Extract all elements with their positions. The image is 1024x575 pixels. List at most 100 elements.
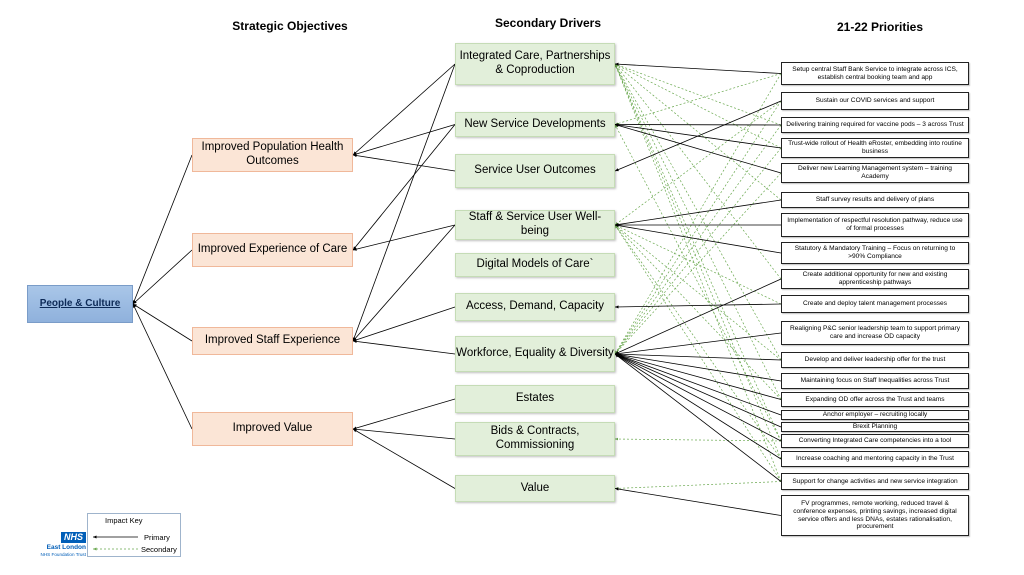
root-connector bbox=[132, 249, 193, 305]
priority-item: Setup central Staff Bank Service to inte… bbox=[781, 62, 969, 85]
priority-item: Converting Integrated Care competencies … bbox=[781, 434, 969, 448]
priority-item: Realigning P&C senior leadership team to… bbox=[781, 321, 969, 345]
primary-connector bbox=[614, 353, 782, 400]
objective-driver-connector bbox=[352, 224, 456, 342]
priority-item: Implementation of respectful resolution … bbox=[781, 213, 969, 237]
header-priorities: 21-22 Priorities bbox=[836, 20, 924, 34]
primary-connector bbox=[614, 332, 782, 356]
secondary-connector bbox=[614, 224, 782, 305]
root-connector bbox=[132, 154, 193, 305]
primary-connector bbox=[614, 122, 782, 127]
secondary-connector bbox=[614, 437, 782, 442]
nhs-badge: NHS bbox=[60, 532, 86, 543]
primary-connector bbox=[614, 353, 782, 416]
impact-key-primary: Primary bbox=[144, 533, 170, 542]
secondary-connector bbox=[614, 224, 782, 361]
root-connector bbox=[132, 303, 193, 430]
priority-item: Create additional opportunity for new an… bbox=[781, 269, 969, 289]
priority-item: FV programmes, remote working, reduced t… bbox=[781, 495, 969, 536]
driver-node: Workforce, Equality & Diversity bbox=[455, 336, 615, 372]
secondary-connector bbox=[614, 63, 782, 149]
secondary-connector bbox=[614, 224, 782, 400]
impact-key-secondary: Secondary bbox=[141, 545, 177, 554]
root-node: People & Culture bbox=[27, 285, 133, 323]
secondary-connector bbox=[614, 100, 782, 355]
driver-node: Integrated Care, Partnerships & Coproduc… bbox=[455, 43, 615, 85]
objective-driver-connector bbox=[352, 428, 456, 489]
primary-connector bbox=[614, 353, 782, 428]
secondary-connector bbox=[614, 172, 782, 355]
secondary-connector bbox=[614, 63, 782, 280]
priority-item: Staff survey results and delivery of pla… bbox=[781, 192, 969, 208]
impact-key-lines bbox=[93, 535, 138, 551]
header-secondary-drivers: Secondary Drivers bbox=[494, 16, 602, 30]
secondary-connector bbox=[614, 100, 782, 226]
driver-node: Service User Outcomes bbox=[455, 154, 615, 188]
primary-connector bbox=[614, 352, 782, 382]
secondary-connector bbox=[614, 63, 782, 482]
priority-item: Statutory & Mandatory Training – Focus o… bbox=[781, 242, 969, 264]
objective-node: Improved Population Health Outcomes bbox=[192, 138, 353, 172]
objective-driver-connector bbox=[352, 339, 456, 355]
priority-item: Deliver new Learning Management system –… bbox=[781, 163, 969, 183]
secondary-connector bbox=[614, 224, 782, 482]
objective-driver-connector bbox=[352, 124, 456, 251]
driver-node: Estates bbox=[455, 385, 615, 413]
primary-connector bbox=[614, 100, 782, 172]
primary-connector bbox=[614, 123, 782, 174]
driver-node: Staff & Service User Well-being bbox=[455, 210, 615, 240]
secondary-connector bbox=[614, 224, 782, 460]
primary-connector bbox=[614, 353, 782, 442]
priority-item: Sustain our COVID services and support bbox=[781, 92, 969, 110]
priority-item: Brexit Planning bbox=[781, 422, 969, 432]
secondary-connector bbox=[614, 124, 782, 442]
priority-item: Delivering training required for vaccine… bbox=[781, 117, 969, 133]
secondary-connector bbox=[614, 63, 782, 460]
objective-node: Improved Experience of Care bbox=[192, 233, 353, 267]
objective-driver-connector bbox=[352, 153, 456, 172]
impact-key-title: Impact Key bbox=[105, 516, 143, 525]
primary-connector bbox=[614, 352, 782, 361]
driver-node: Bids & Contracts, Commissioning bbox=[455, 422, 615, 456]
priority-item: Anchor employer – recruiting locally bbox=[781, 410, 969, 420]
secondary-connector bbox=[614, 73, 782, 125]
priority-item: Develop and deliver leadership offer for… bbox=[781, 352, 969, 368]
nhs-logo: NHS East London NHS Foundation Trust bbox=[38, 532, 86, 558]
priority-item: Create and deploy talent management proc… bbox=[781, 295, 969, 313]
priority-item: Support for change activities and new se… bbox=[781, 473, 969, 490]
priority-item: Maintaining focus on Staff Inequalities … bbox=[781, 373, 969, 389]
priority-item: Increase coaching and mentoring capacity… bbox=[781, 451, 969, 467]
primary-connector bbox=[614, 62, 782, 74]
primary-connector bbox=[614, 487, 782, 516]
secondary-connector bbox=[614, 63, 782, 442]
primary-connector bbox=[614, 224, 782, 254]
nhs-trust-subtitle: NHS Foundation Trust bbox=[40, 552, 86, 557]
primary-connector bbox=[614, 303, 782, 309]
impact-key: Impact Key Primary Secondary bbox=[87, 513, 181, 557]
priority-item: Trust-wide rollout of Health eRoster, em… bbox=[781, 138, 969, 158]
objective-driver-connector bbox=[352, 306, 456, 342]
header-strategic-objectives: Strategic Objectives bbox=[232, 19, 348, 33]
driver-node: New Service Developments bbox=[455, 112, 615, 137]
primary-connector bbox=[614, 353, 782, 460]
driver-node: Digital Models of Care` bbox=[455, 253, 615, 277]
secondary-connector bbox=[614, 481, 782, 490]
objective-node: Improved Staff Experience bbox=[192, 327, 353, 355]
priority-item: Expanding OD offer across the Trust and … bbox=[781, 392, 969, 407]
nhs-trust-name: East London bbox=[46, 544, 86, 551]
secondary-connector bbox=[614, 63, 782, 126]
objective-driver-connector bbox=[352, 63, 456, 156]
secondary-connector bbox=[614, 124, 782, 355]
driver-node: Access, Demand, Capacity bbox=[455, 293, 615, 321]
objective-driver-connector bbox=[352, 427, 456, 440]
secondary-connector bbox=[614, 63, 782, 361]
secondary-connector bbox=[614, 63, 782, 400]
primary-connector bbox=[614, 278, 782, 355]
primary-connector bbox=[614, 353, 782, 482]
objective-driver-connector bbox=[352, 224, 456, 251]
objective-driver-connector bbox=[352, 398, 456, 430]
driver-node: Value bbox=[455, 475, 615, 502]
primary-connector bbox=[614, 199, 782, 227]
